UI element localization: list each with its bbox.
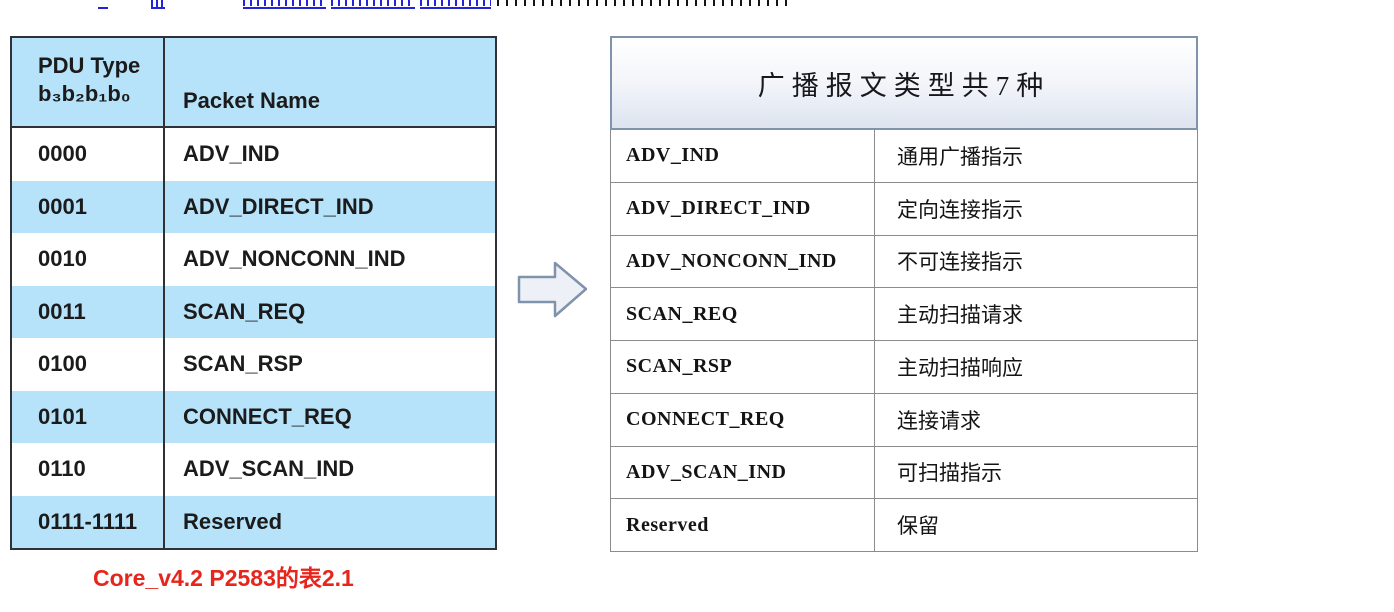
packet-name-cell: ADV_IND xyxy=(611,130,875,182)
packet-desc-cell: 通用广播指示 xyxy=(897,144,1023,169)
pdu-type-cell: 0110 xyxy=(12,443,165,496)
table-row: 0111-1111 Reserved xyxy=(12,495,495,548)
right-arrow-shape xyxy=(517,261,588,318)
packet-name-cell: ADV_SCAN_IND xyxy=(611,446,875,499)
clipped-text-fragment[interactable] xyxy=(98,0,108,9)
table-row: ADV_NONCONN_IND 不可连接指示 xyxy=(611,235,1197,289)
pdu-type-cell: 0111-1111 xyxy=(12,495,165,548)
table-row: SCAN_RSP 主动扫描响应 xyxy=(611,341,1197,394)
clipped-text-fragment[interactable] xyxy=(243,0,326,9)
table-row: CONNECT_REQ 连接请求 xyxy=(611,393,1197,447)
packet-name-cell: CONNECT_REQ xyxy=(611,393,875,446)
table-source-caption: Core_v4.2 P2583的表2.1 xyxy=(93,565,354,591)
pdu-type-cell: 0011 xyxy=(12,285,165,338)
packet-desc-cell: 可扫描指示 xyxy=(897,461,1002,486)
packet-name-header-cell: Packet Name xyxy=(165,38,495,126)
packet-name-cell: ADV_NONCONN_IND xyxy=(611,235,875,288)
packet-name-cell: SCAN_REQ xyxy=(611,288,875,340)
packet-name-cell: SCAN_REQ xyxy=(183,298,306,324)
pdu-type-cell: 0010 xyxy=(12,233,165,286)
table-row: Reserved 保留 xyxy=(611,499,1197,551)
table-row: 0001 ADV_DIRECT_IND xyxy=(12,180,495,233)
packet-name-header-label: Packet Name xyxy=(183,88,320,113)
table-row: ADV_DIRECT_IND 定向连接指示 xyxy=(611,182,1197,236)
clipped-text-fragment[interactable] xyxy=(420,0,491,9)
packet-name-cell: Reserved xyxy=(611,499,875,551)
pdu-table-header-row: PDU Type b₃b₂b₁b₀ Packet Name xyxy=(12,38,495,128)
packet-name-cell: ADV_IND xyxy=(183,141,280,167)
packet-desc-cell: 主动扫描请求 xyxy=(897,303,1023,328)
packet-name-cell: ADV_DIRECT_IND xyxy=(183,193,374,219)
clipped-text-fragment[interactable] xyxy=(151,0,165,9)
broadcast-types-table: 广播报文类型共7种 ADV_IND 通用广播指示 ADV_DIRECT_IND … xyxy=(610,36,1198,552)
pdu-table-body: 0000 ADV_IND 0001 ADV_DIRECT_IND 0010 AD… xyxy=(12,128,495,548)
packet-name-cell: CONNECT_REQ xyxy=(183,403,352,429)
packet-desc-cell: 定向连接指示 xyxy=(897,197,1023,222)
right-arrow-icon xyxy=(517,261,588,318)
packet-name-cell: Reserved xyxy=(183,508,283,534)
table-row: ADV_IND 通用广播指示 xyxy=(611,130,1197,183)
table-row: 0000 ADV_IND xyxy=(12,128,495,181)
clipped-text-fragment[interactable] xyxy=(331,0,415,9)
packet-desc-cell: 不可连接指示 xyxy=(897,250,1023,275)
pdu-type-cell: 0100 xyxy=(12,338,165,391)
table-row: 0010 ADV_NONCONN_IND xyxy=(12,233,495,286)
packet-name-cell: ADV_SCAN_IND xyxy=(183,456,355,482)
table-row: 0100 SCAN_RSP xyxy=(12,338,495,391)
clipped-top-text xyxy=(0,0,1394,10)
packet-name-cell: SCAN_RSP xyxy=(183,351,303,377)
packet-name-cell: SCAN_RSP xyxy=(611,341,875,393)
broadcast-table-body: ADV_IND 通用广播指示 ADV_DIRECT_IND 定向连接指示 ADV… xyxy=(610,130,1198,552)
pdu-type-cell: 0000 xyxy=(12,128,165,181)
pdu-type-header-cell: PDU Type b₃b₂b₁b₀ xyxy=(12,38,165,126)
packet-desc-cell: 保留 xyxy=(897,514,939,539)
pdu-type-cell: 0001 xyxy=(12,180,165,233)
table-row: SCAN_REQ 主动扫描请求 xyxy=(611,288,1197,341)
packet-name-cell: ADV_DIRECT_IND xyxy=(611,182,875,235)
packet-name-cell: ADV_NONCONN_IND xyxy=(183,246,406,272)
pdu-type-header-line1: PDU Type xyxy=(38,53,141,78)
clipped-text-fragment xyxy=(497,0,790,6)
table-row: 0011 SCAN_REQ xyxy=(12,285,495,338)
pdu-type-header-line2: b₃b₂b₁b₀ xyxy=(38,81,131,106)
pdu-type-cell: 0101 xyxy=(12,390,165,443)
packet-desc-cell: 连接请求 xyxy=(897,408,981,433)
broadcast-table-title: 广播报文类型共7种 xyxy=(757,70,1051,101)
broadcast-table-title-box: 广播报文类型共7种 xyxy=(610,36,1198,130)
packet-desc-cell: 主动扫描响应 xyxy=(897,355,1023,380)
pdu-type-table: PDU Type b₃b₂b₁b₀ Packet Name 0000 ADV_I… xyxy=(10,36,497,550)
table-row: 0101 CONNECT_REQ xyxy=(12,390,495,443)
table-row: 0110 ADV_SCAN_IND xyxy=(12,443,495,496)
table-row: ADV_SCAN_IND 可扫描指示 xyxy=(611,446,1197,500)
